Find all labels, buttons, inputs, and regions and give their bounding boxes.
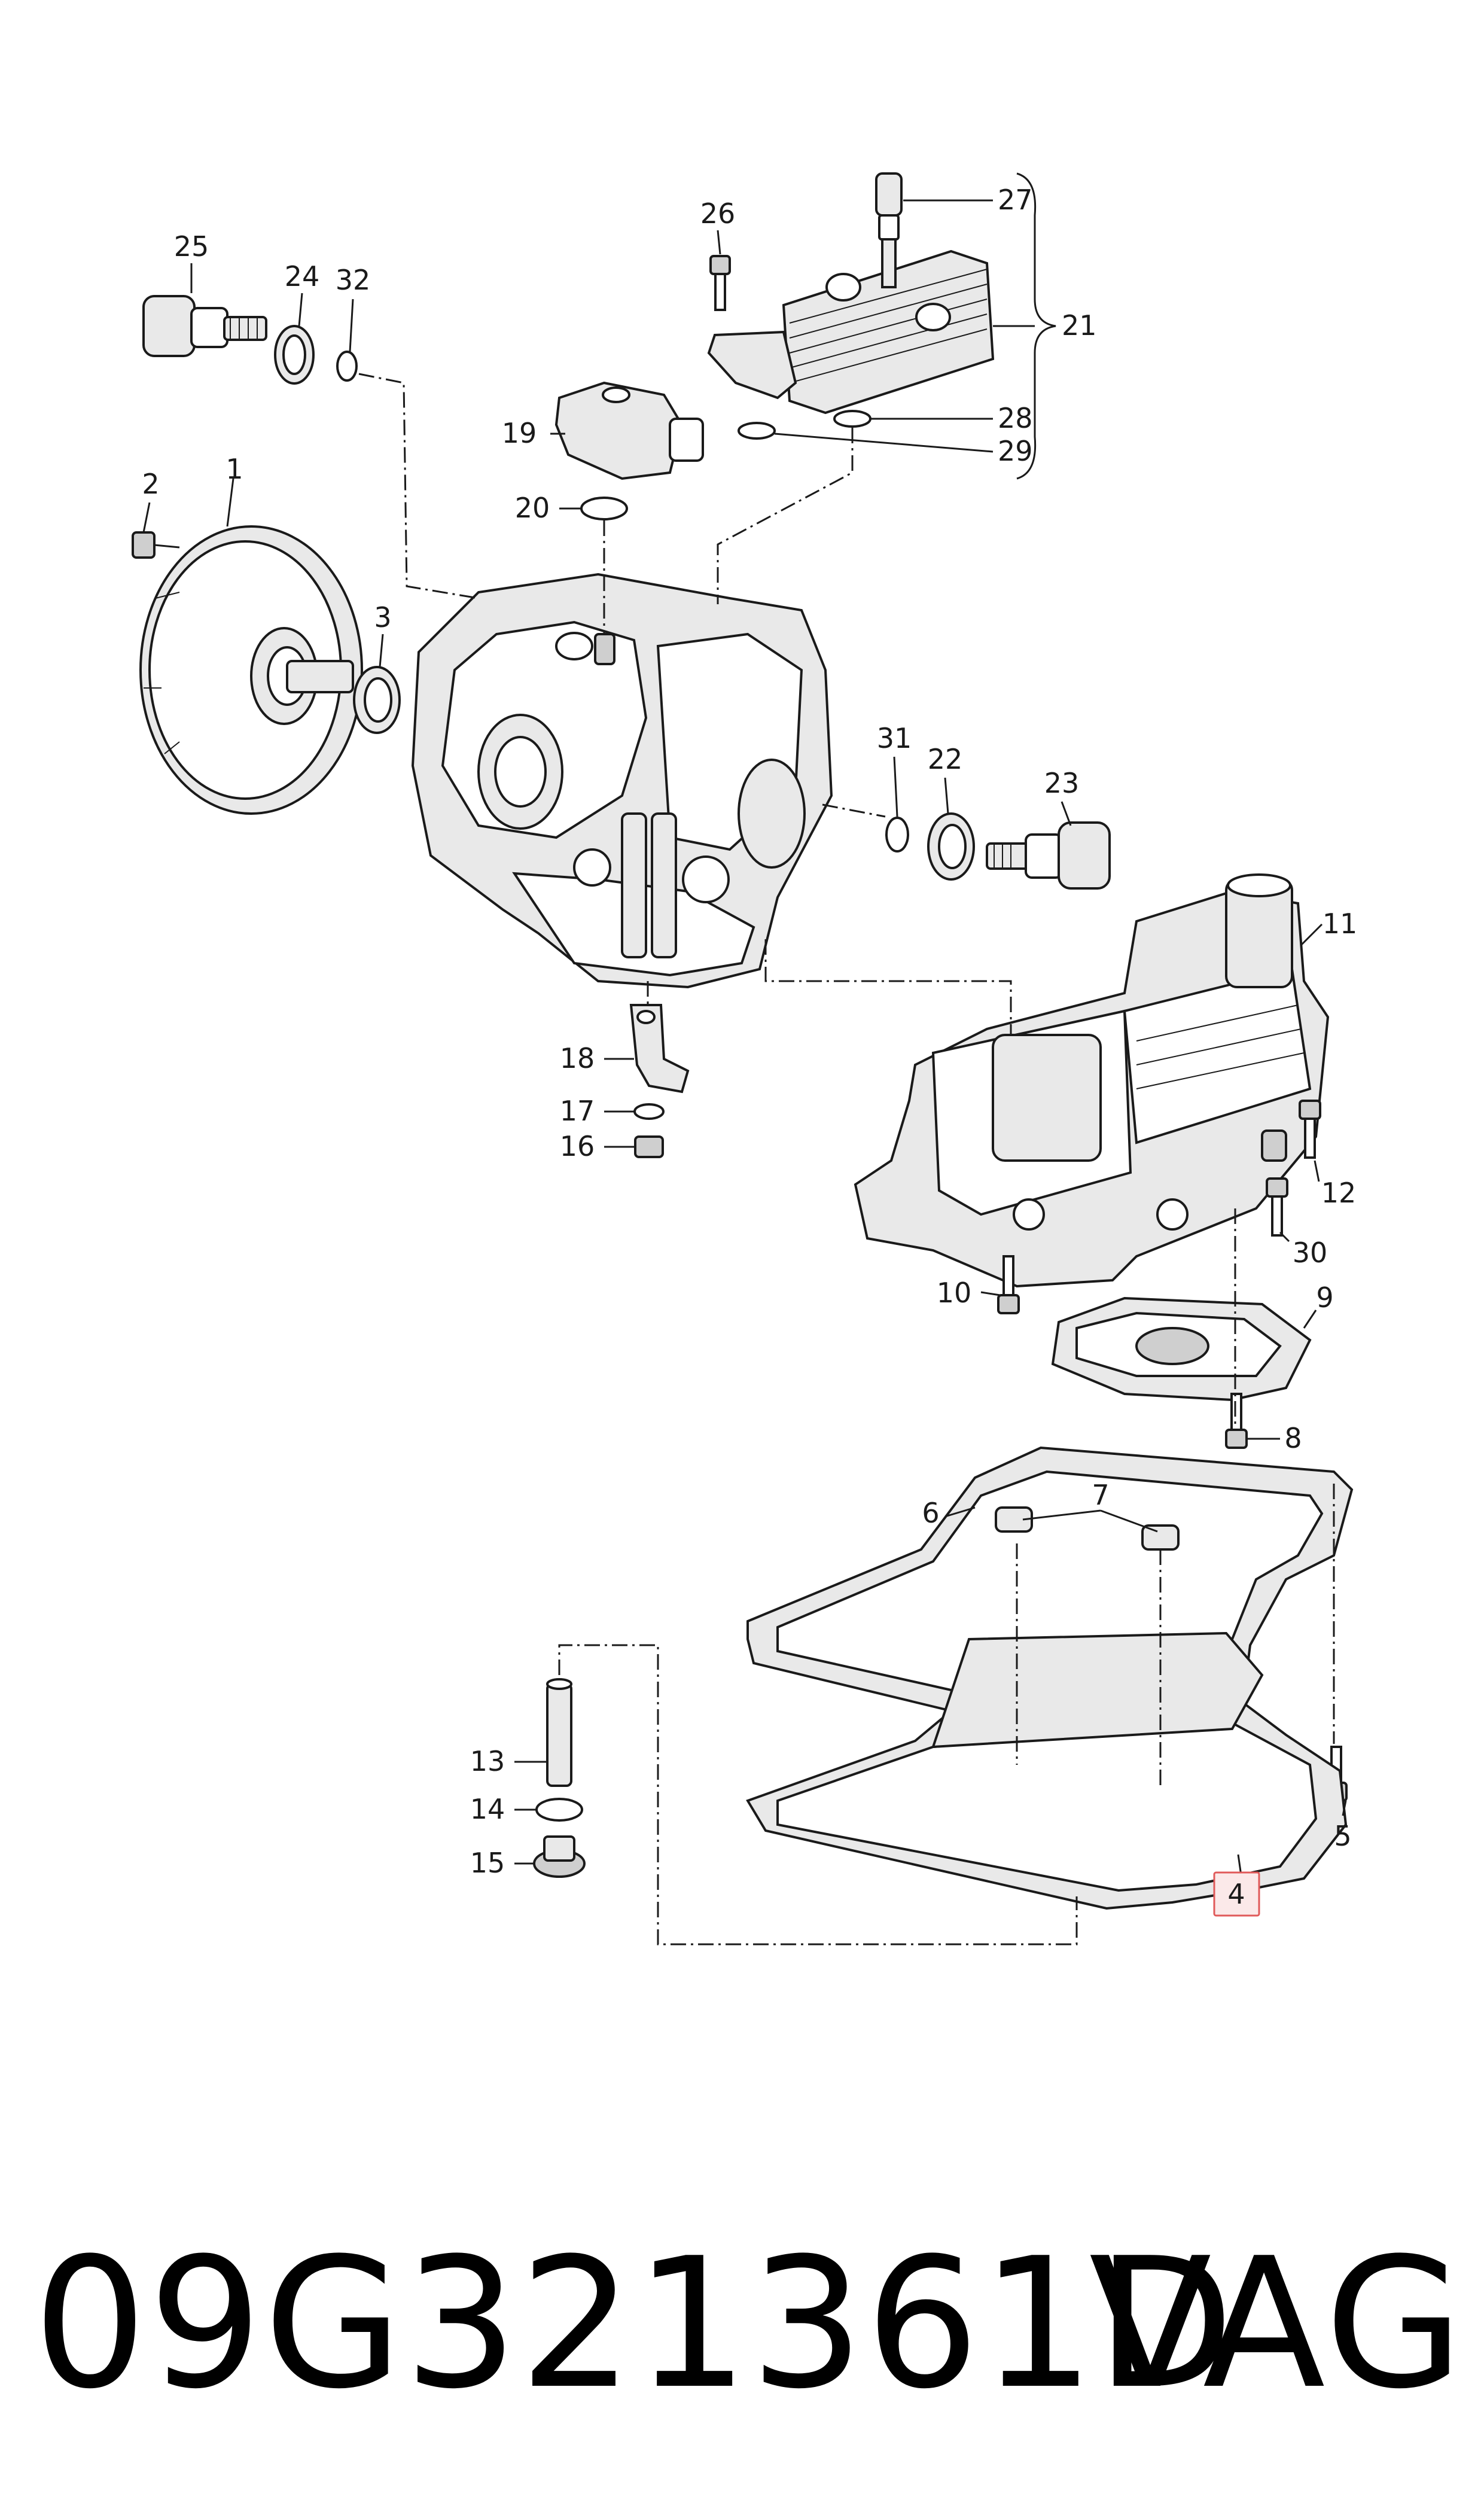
- label-25: 25: [174, 230, 209, 263]
- part-27-temp-sensor: [875, 172, 903, 288]
- part-12-bolt: [1299, 1100, 1321, 1159]
- part-8-bolt: [1225, 1393, 1248, 1449]
- label-10: 10: [937, 1277, 972, 1309]
- label-8: 8: [1284, 1422, 1302, 1454]
- label-17: 17: [560, 1095, 595, 1127]
- part-30-bolt: [1266, 1177, 1288, 1237]
- part-20-o-ring: [580, 497, 628, 520]
- label-9: 9: [1316, 1281, 1333, 1314]
- part-25-drive-shaft: [142, 295, 267, 357]
- part-32-o-ring: [336, 351, 358, 382]
- part-13-dipstick-tube: [546, 1678, 572, 1787]
- part-1-torque-converter: [139, 525, 363, 815]
- part-16-nut: [634, 1135, 664, 1158]
- label-31: 31: [877, 722, 912, 754]
- label-16: 16: [560, 1130, 595, 1162]
- label-12: 12: [1321, 1177, 1357, 1209]
- part-11-mechatronic-unit: [854, 873, 1330, 1288]
- brand-name: VAG: [1089, 2219, 1466, 2428]
- label-19: 19: [502, 417, 537, 449]
- assembly-dash-lines: [358, 373, 1335, 1945]
- part-23-drive-shaft: [986, 821, 1111, 890]
- transmission-housing: [411, 573, 833, 989]
- label-32: 32: [336, 264, 371, 296]
- label-26: 26: [700, 197, 736, 230]
- part-3-seal: [353, 666, 401, 734]
- label-20: 20: [515, 492, 550, 524]
- label-3: 3: [374, 601, 391, 634]
- label-21: 21: [1062, 309, 1097, 342]
- part-2-bolt: [132, 531, 180, 559]
- label-14: 14: [470, 1793, 505, 1825]
- label-28: 28: [998, 402, 1033, 434]
- part-26-bolt: [709, 255, 731, 311]
- label-27: 27: [998, 184, 1033, 216]
- label-15: 15: [470, 1847, 505, 1879]
- label-30: 30: [1293, 1237, 1328, 1269]
- part-10-bolt: [997, 1255, 1020, 1314]
- part-22-seal: [927, 812, 975, 881]
- part-28-o-ring: [833, 410, 871, 428]
- label-2: 2: [142, 468, 159, 500]
- highlight-box-part-4: [1213, 1871, 1260, 1917]
- part-31-o-ring: [885, 817, 909, 852]
- label-29: 29: [998, 435, 1033, 467]
- part-17-washer: [633, 1103, 665, 1120]
- part-14-seal: [535, 1798, 583, 1822]
- label-4: 4: [1227, 1878, 1245, 1910]
- part-21-oil-cooler: [707, 249, 995, 415]
- label-5: 5: [1334, 1820, 1351, 1852]
- part-19-sensor: [554, 381, 704, 480]
- label-11: 11: [1323, 908, 1358, 940]
- callout-labels: 25 24 32 2 1 3 26 27 21 28 29 19 20 31 2…: [142, 184, 1357, 1910]
- label-24: 24: [285, 260, 320, 293]
- label-7: 7: [1092, 1479, 1109, 1511]
- part-29-o-ring: [738, 422, 776, 440]
- label-23: 23: [1044, 767, 1080, 799]
- label-22: 22: [928, 743, 963, 775]
- label-13: 13: [470, 1745, 505, 1777]
- part-24-seal: [274, 325, 315, 385]
- exploded-parts-diagram: 25 24 32 2 1 3 26 27 21 28 29 19 20 31 2…: [132, 172, 1357, 1945]
- part-9-oil-filter: [1051, 1296, 1312, 1402]
- label-6: 6: [922, 1497, 939, 1529]
- label-18: 18: [560, 1042, 595, 1074]
- part-18-bracket: [629, 1004, 690, 1094]
- part-4-oil-pan: [746, 1631, 1348, 1910]
- label-1: 1: [226, 453, 243, 485]
- part-15-drain-plug: [533, 1835, 586, 1878]
- part-number: 09G321361D: [33, 2219, 1236, 2428]
